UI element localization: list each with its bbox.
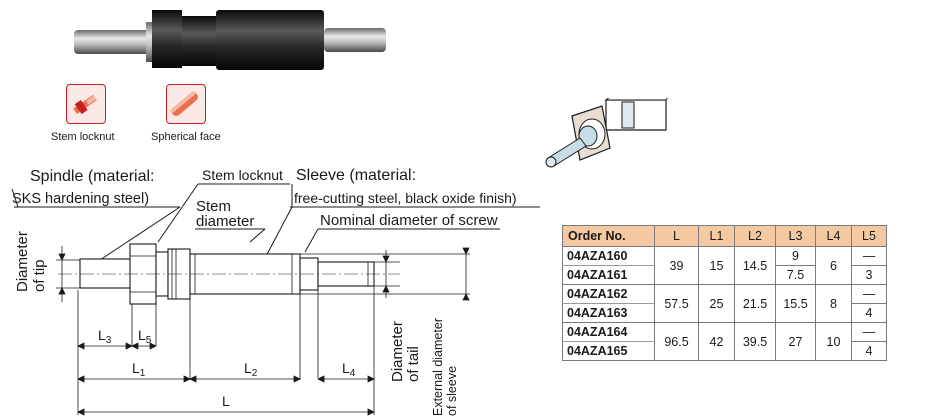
label-stem-line1: Stem	[196, 198, 231, 215]
header-order-no: Order No.	[562, 225, 655, 247]
table-row: 04AZA164 96.5 42 39.5 27 10 —	[562, 322, 887, 361]
spec-table: Order No. L L1 L2 L3 L4 L5 04AZA160 39 1…	[562, 225, 887, 361]
order-no: 04AZA162	[562, 284, 655, 304]
label-spindle-line2: SKS hardening steel)	[12, 191, 149, 207]
label-stem-line2: diameter	[196, 213, 254, 230]
table-row: 04AZA162 57.5 25 21.5 15.5 8 —	[562, 284, 887, 323]
cell-l5: —	[851, 246, 887, 266]
header-l2: L2	[734, 225, 776, 247]
label-tail-line1: Diameter	[389, 321, 406, 382]
table-row: 04AZA165 4	[562, 341, 887, 361]
cell-l4: 6	[815, 246, 852, 285]
dim-label-l2: L2	[244, 360, 258, 379]
spherical-face-icon	[166, 84, 206, 124]
cell-l5: 4	[851, 303, 887, 323]
dim-label-l3: L3	[98, 327, 112, 346]
cell-l3: 7.5	[775, 265, 816, 285]
feature-label-stem-locknut: Stem locknut	[51, 131, 115, 143]
order-no: 04AZA163	[562, 303, 655, 323]
label-sleeve-line1: Sleeve (material:	[296, 167, 416, 184]
stem-locknut-icon	[66, 84, 106, 124]
label-spindle-line1: Spindle (material:	[30, 168, 155, 185]
label-ext-line2: of sleeve	[445, 366, 459, 416]
cell-l5: —	[851, 322, 887, 342]
technical-drawing: Spindle (material: SKS hardening steel) …	[11, 167, 540, 416]
dim-label-l5: L5	[138, 327, 152, 346]
header-l: L	[654, 225, 699, 247]
mounting-illustration	[545, 98, 668, 168]
cell-l5: —	[851, 284, 887, 304]
cell-l: 39	[654, 246, 699, 285]
order-no: 04AZA165	[562, 341, 655, 361]
header-l3: L3	[775, 225, 816, 247]
cell-l3: 9	[775, 246, 816, 266]
header-l4: L4	[815, 225, 852, 247]
table-row: 04AZA163 4	[562, 303, 887, 323]
order-no: 04AZA161	[562, 265, 655, 285]
cell-l2: 21.5	[734, 284, 776, 323]
label-sleeve-line2: free-cutting steel, black oxide finish)	[294, 190, 517, 206]
cell-l4: 8	[815, 284, 852, 323]
table-row: 04AZA160 39 15 14.5 9 6 —	[562, 246, 887, 285]
label-ext-line1: External diameter	[431, 318, 445, 416]
order-no: 04AZA164	[562, 322, 655, 342]
cell-l1: 42	[698, 322, 735, 361]
cell-l5: 4	[851, 341, 887, 361]
cell-l3: 27	[775, 322, 816, 361]
label-nominal-screw: Nominal diameter of screw	[320, 212, 498, 229]
header-l1: L1	[698, 225, 735, 247]
cell-l5: 3	[851, 265, 887, 285]
header-l5: L5	[851, 225, 887, 247]
cell-l2: 39.5	[734, 322, 776, 361]
label-tip-line1: Diameter	[14, 231, 31, 292]
cell-l1: 25	[698, 284, 735, 323]
label-tip-line2: of tip	[31, 259, 48, 292]
cell-l3: 15.5	[775, 284, 816, 323]
dim-label-l4: L4	[342, 360, 356, 379]
cell-l: 57.5	[654, 284, 699, 323]
table-header-row: Order No. L L1 L2 L3 L4 L5	[562, 225, 887, 247]
feature-label-spherical-face: Spherical face	[151, 131, 221, 143]
dim-label-l1: L1	[132, 360, 146, 379]
cell-l4: 10	[815, 322, 852, 361]
cell-l2: 14.5	[734, 246, 776, 285]
label-stem-locknut: Stem locknut	[202, 167, 283, 183]
label-tail-line2: of tail	[405, 346, 422, 382]
product-photo	[74, 10, 386, 70]
cell-l: 96.5	[654, 322, 699, 361]
dim-label-l: L	[222, 393, 230, 409]
cell-l1: 15	[698, 246, 735, 285]
order-no: 04AZA160	[562, 246, 655, 266]
